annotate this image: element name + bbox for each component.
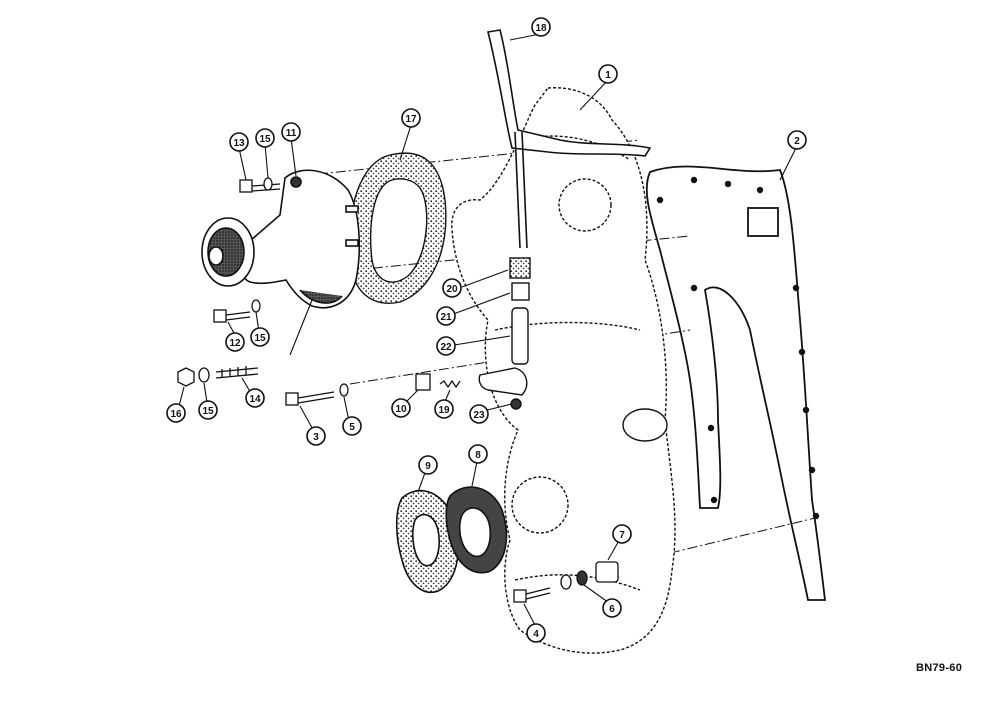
callout-12: 12 bbox=[225, 332, 245, 352]
callout-19: 19 bbox=[434, 399, 454, 419]
water-pump-part-11 bbox=[201, 169, 361, 309]
svg-text:21: 21 bbox=[440, 312, 452, 323]
svg-text:18: 18 bbox=[535, 23, 547, 34]
fasteners bbox=[177, 177, 619, 603]
svg-text:16: 16 bbox=[170, 409, 182, 420]
callout-3: 3 bbox=[306, 426, 326, 446]
callout-6: 6 bbox=[602, 598, 622, 618]
seals-parts-8-9 bbox=[395, 486, 508, 593]
spacer-stack-parts-20-23 bbox=[478, 257, 531, 410]
callout-14: 14 bbox=[245, 388, 265, 408]
callout-20: 20 bbox=[442, 278, 462, 298]
svg-text:3: 3 bbox=[313, 432, 319, 443]
callout-9: 9 bbox=[418, 455, 438, 475]
callout-15-middle: 15 bbox=[250, 327, 270, 347]
svg-text:7: 7 bbox=[619, 530, 625, 541]
svg-text:11: 11 bbox=[286, 128, 297, 139]
callout-15-top: 15 bbox=[255, 128, 275, 148]
callout-10: 10 bbox=[391, 398, 411, 418]
callout-17: 17 bbox=[401, 108, 421, 128]
plug-and-spring-parts-10-19 bbox=[415, 373, 461, 391]
callout-1: 1 bbox=[598, 64, 618, 84]
callout-23: 23 bbox=[469, 404, 489, 424]
svg-text:5: 5 bbox=[349, 422, 355, 433]
svg-text:23: 23 bbox=[473, 410, 485, 421]
svg-text:4: 4 bbox=[533, 629, 539, 640]
svg-text:14: 14 bbox=[249, 394, 261, 405]
callout-8: 8 bbox=[468, 444, 488, 464]
svg-text:22: 22 bbox=[440, 342, 452, 353]
figure-reference-code: BN79-60 bbox=[916, 662, 963, 674]
svg-text:6: 6 bbox=[609, 604, 615, 615]
svg-text:15: 15 bbox=[259, 134, 271, 145]
svg-text:20: 20 bbox=[446, 284, 458, 295]
callout-22: 22 bbox=[436, 336, 456, 356]
callout-16: 16 bbox=[166, 403, 186, 423]
callout-18: 18 bbox=[531, 17, 551, 37]
callout-7: 7 bbox=[612, 524, 632, 544]
svg-text:1: 1 bbox=[605, 70, 611, 81]
callout-15-bottom: 15 bbox=[198, 400, 218, 420]
callout-11: 11 bbox=[281, 122, 301, 142]
callout-4: 4 bbox=[526, 623, 546, 643]
pump-gasket-part-17 bbox=[348, 152, 447, 304]
svg-text:17: 17 bbox=[405, 114, 417, 125]
svg-text:15: 15 bbox=[202, 406, 214, 417]
svg-text:2: 2 bbox=[794, 136, 800, 147]
svg-text:15: 15 bbox=[254, 333, 266, 344]
svg-text:9: 9 bbox=[425, 461, 431, 472]
svg-text:12: 12 bbox=[229, 338, 241, 349]
callout-5: 5 bbox=[342, 416, 362, 436]
callout-21: 21 bbox=[436, 306, 456, 326]
svg-text:10: 10 bbox=[395, 404, 407, 415]
gasket-part-2 bbox=[645, 165, 827, 601]
callout-13: 13 bbox=[229, 132, 249, 152]
svg-text:13: 13 bbox=[233, 138, 245, 149]
callout-2: 2 bbox=[787, 130, 807, 150]
bracket-part-18 bbox=[487, 29, 652, 249]
svg-text:19: 19 bbox=[438, 405, 450, 416]
svg-text:8: 8 bbox=[475, 450, 481, 461]
